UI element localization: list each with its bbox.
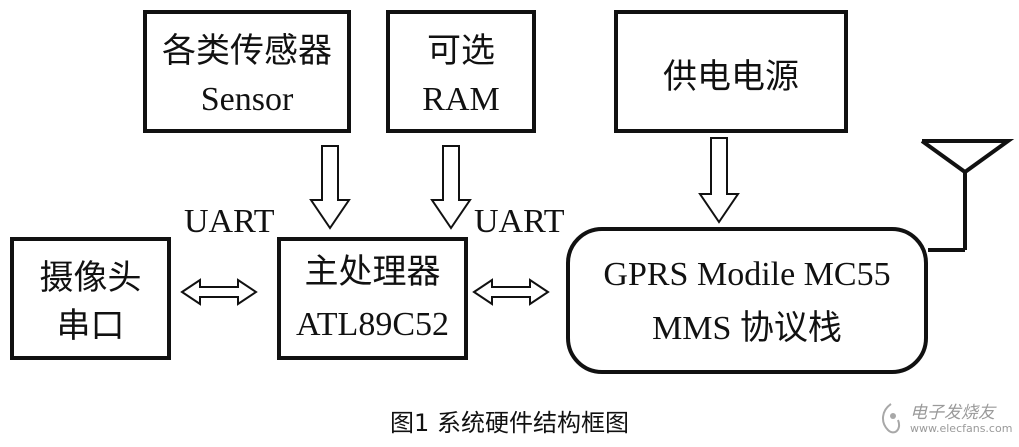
camera-block-line2: 串口 [56,308,125,345]
gprs-block-line1: GPRS Modile MC55 [603,256,891,293]
ram-block-line2: RAM [422,81,500,118]
camera-block-line1: 摄像头 [39,260,142,297]
watermark-logo-icon [882,403,900,434]
power-block-line1: 供电电源 [663,59,799,96]
watermark-url: www.elecfans.com [910,422,1013,435]
camera-cpu-double-arrow [180,278,258,306]
cpu-block-line1: 主处理器 [304,254,441,291]
camera-block: 摄像头 串口 [10,237,171,360]
sensor-to-cpu-arrow [309,145,351,230]
cpu-block: 主处理器 ATL89C52 [277,237,468,360]
gprs-block: GPRS Modile MC55 MMS 协议栈 [566,227,928,374]
watermark: 电子发烧友 www.elecfans.com [876,398,1016,444]
power-to-gprs-arrow [698,137,740,224]
ram-block-line1: 可选 [427,33,495,70]
sensors-block-line2: Sensor [200,81,294,118]
ram-block: 可选 RAM [386,10,536,133]
sensors-block: 各类传感器 Sensor [143,10,351,133]
gprs-block-line2: MMS 协议栈 [652,310,842,347]
watermark-name: 电子发烧友 [910,403,995,423]
sensors-block-line1: 各类传感器 [162,33,332,70]
power-block: 供电电源 [614,10,848,133]
cpu-gprs-double-arrow [472,278,550,306]
cpu-block-line2: ATL89C52 [296,306,449,343]
antenna-icon [920,139,1015,252]
uart-label-left: UART [184,203,275,240]
uart-label-right: UART [474,203,565,240]
ram-to-cpu-arrow [430,145,472,230]
figure-caption: 图1 系统硬件结构框图 [390,409,629,437]
